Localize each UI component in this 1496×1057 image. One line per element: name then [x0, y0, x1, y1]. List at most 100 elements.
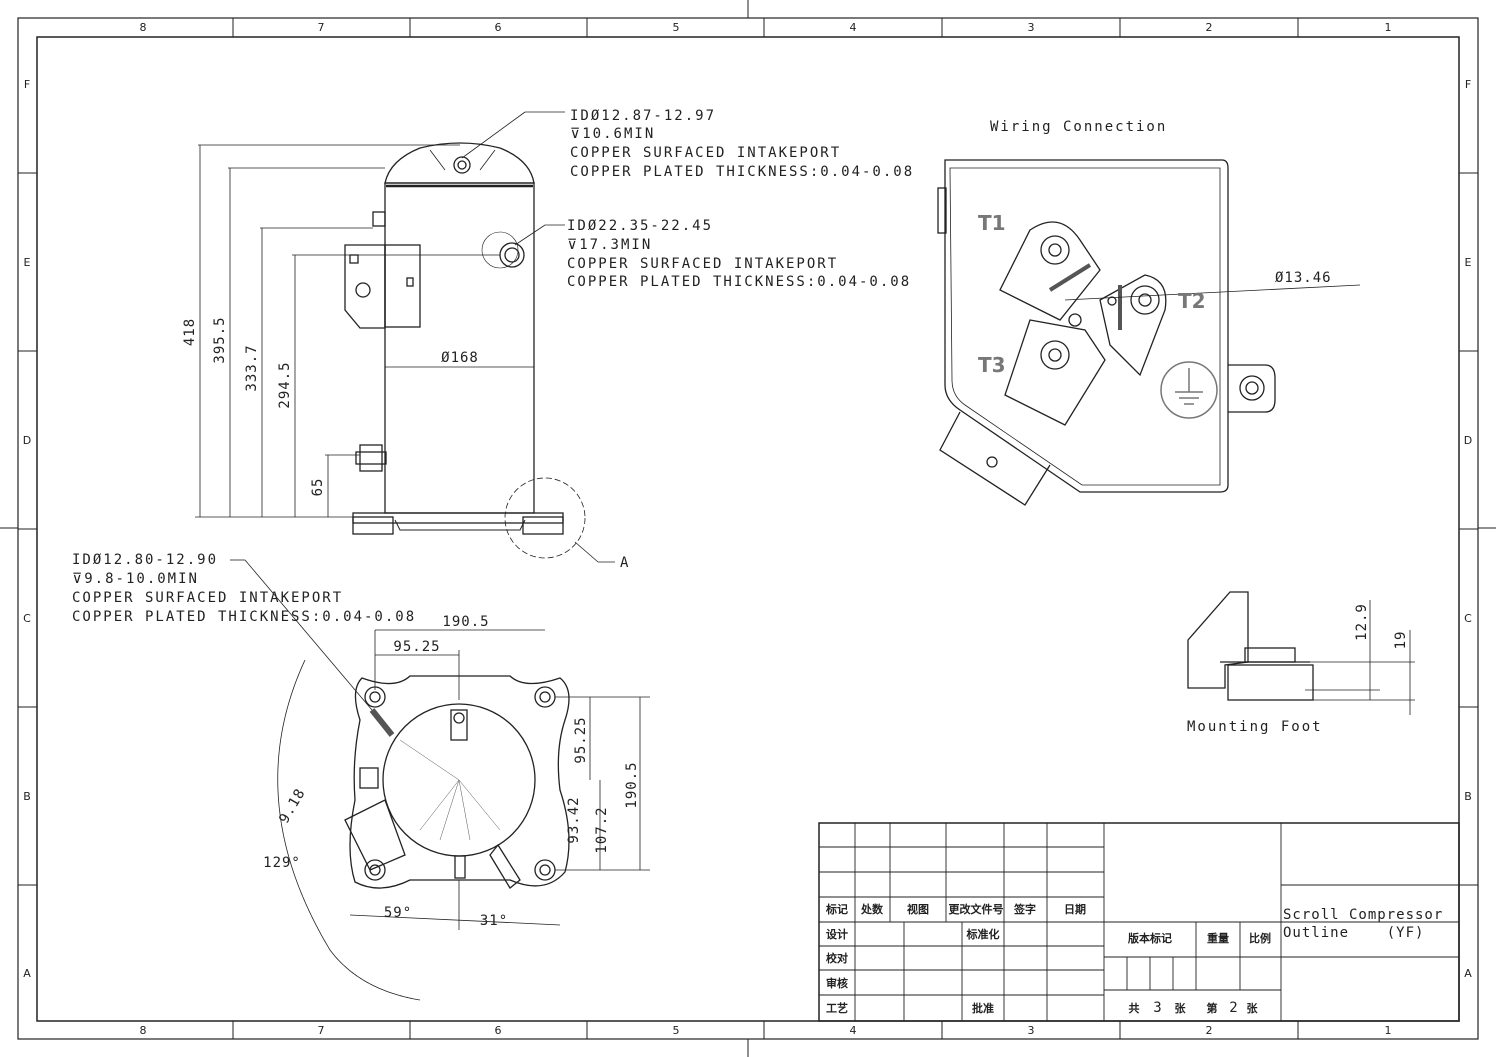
zone-col-bottom: 6 — [495, 1024, 502, 1037]
dim-190-horizontal: 190.5 — [442, 614, 489, 630]
zone-row-left: E — [24, 256, 31, 269]
terminal-t3 — [1004, 319, 1106, 426]
zone-labels: 8 7 6 5 4 3 2 1 8 7 6 5 4 3 2 1 F E D C … — [23, 21, 1472, 1037]
bottom-view — [344, 675, 570, 889]
tb-weight: 重量 — [1207, 931, 1229, 945]
wiring-view — [937, 159, 1361, 506]
dim-107: 107.2 — [594, 806, 610, 853]
tb-row-design: 设计 — [826, 927, 848, 941]
dim-9-18: 9.18 — [276, 786, 309, 827]
dim-hole-13-46: Ø13.46 — [1275, 270, 1332, 286]
zone-col-bottom: 5 — [673, 1024, 680, 1037]
terminal-label-t3: T3 — [978, 353, 1006, 377]
zone-col-top: 8 — [140, 21, 147, 34]
tb-row-process: 工艺 — [826, 1001, 848, 1015]
zone-col-bottom: 8 — [140, 1024, 147, 1037]
tb-scale: 比例 — [1249, 931, 1271, 945]
tb-sheet-total: 3 — [1153, 1000, 1162, 1016]
side-port-note-line: ⊽17.3MIN — [567, 237, 652, 253]
tb-sheet-no: 2 — [1229, 1000, 1238, 1016]
top-tube — [450, 709, 468, 741]
dim-294: 294.5 — [277, 361, 293, 408]
zone-col-top: 4 — [850, 21, 857, 34]
dim-angle-129: 129° — [263, 855, 301, 871]
bottom-port-note-line: COPPER PLATED THICKNESS:0.04-0.08 — [72, 609, 416, 625]
tb-header-signature: 签字 — [1013, 902, 1036, 916]
tb-sheet-no-suffix: 张 — [1247, 1001, 1259, 1015]
bottom-dimensions — [230, 559, 650, 1001]
title-block-text: 标记 处数 视图 更改文件号 签字 日期 设计 校对 审核 工艺 标准化 批准 … — [825, 902, 1442, 1016]
zone-col-bottom: 2 — [1206, 1024, 1213, 1037]
terminal-box-cover — [944, 159, 1229, 493]
dim-93: 93.42 — [566, 796, 582, 843]
foot-grommet — [1227, 664, 1314, 701]
front-dimensions — [195, 111, 565, 518]
tb-approval: 批准 — [972, 1001, 994, 1015]
dim-395: 395.5 — [212, 316, 228, 363]
drawing-title-line-2: Outline (YF) — [1283, 925, 1424, 941]
top-port-note-line: COPPER SURFACED INTAKEPORT — [570, 145, 841, 161]
dim-angle-59: 59° — [384, 905, 412, 921]
bottom-port-note-line: COPPER SURFACED INTAKEPORT — [72, 590, 343, 606]
foot-bracket — [1187, 591, 1249, 689]
zone-col-top: 7 — [318, 21, 325, 34]
dim-95-horizontal: 95.25 — [393, 639, 440, 655]
zone-row-right: F — [1465, 78, 1471, 91]
mounting-dimensions — [1300, 600, 1415, 715]
zone-col-bottom: 7 — [318, 1024, 325, 1037]
side-port-note-line: COPPER PLATED THICKNESS:0.04-0.08 — [567, 274, 911, 290]
bottom-port-note-line: IDØ12.80-12.90 — [72, 552, 218, 568]
zone-row-right: D — [1464, 434, 1472, 447]
zone-col-top: 2 — [1206, 21, 1213, 34]
terminal-t1 — [999, 221, 1101, 321]
title-block — [818, 822, 1460, 1022]
tb-sheet-total-prefix: 共 — [1129, 1001, 1140, 1015]
zone-row-left: F — [24, 78, 30, 91]
detail-label: A — [620, 555, 629, 571]
zone-col-bottom: 3 — [1028, 1024, 1035, 1037]
top-port-note-line: COPPER PLATED THICKNESS:0.04-0.08 — [570, 164, 914, 180]
terminal-box — [344, 244, 386, 329]
mounting-labels: Mounting Foot 12.9 19 — [1187, 603, 1409, 735]
tb-header-view: 视图 — [907, 902, 929, 916]
tb-sheet-total-suffix: 张 — [1175, 1001, 1187, 1015]
base-plate-outline — [349, 675, 570, 889]
dim-angle-31: 31° — [480, 913, 508, 929]
zone-row-left: B — [23, 790, 31, 803]
zone-col-top: 5 — [673, 21, 680, 34]
zone-col-bottom: 4 — [850, 1024, 857, 1037]
side-port-note-line: COPPER SURFACED INTAKEPORT — [567, 256, 838, 272]
zone-row-left: D — [23, 434, 31, 447]
top-port-note-line: IDØ12.87-12.97 — [570, 108, 716, 124]
zone-col-bottom: 1 — [1385, 1024, 1392, 1037]
wiring-labels: Wiring Connection T1 T2 T3 Ø13.46 — [978, 119, 1332, 377]
zone-row-right: C — [1464, 612, 1472, 625]
tb-standardization: 标准化 — [966, 927, 1000, 941]
bottom-port-note-line: ⊽9.8-10.0MIN — [72, 571, 199, 587]
dim-95-vertical: 95.25 — [573, 716, 589, 763]
terminal-label-t1: T1 — [978, 211, 1006, 235]
compressor-shell — [384, 182, 535, 514]
dim-65: 65 — [310, 478, 326, 497]
front-view — [344, 142, 615, 563]
wiring-title: Wiring Connection — [990, 119, 1167, 135]
ground-lug-hole — [1239, 375, 1265, 401]
tb-header-date: 日期 — [1064, 902, 1086, 916]
zone-row-right: A — [1464, 967, 1472, 980]
dim-190-vertical: 190.5 — [624, 761, 640, 808]
terminal-t2 — [1099, 274, 1167, 377]
side-port-note-line: IDØ22.35-22.45 — [567, 218, 713, 234]
ground-symbol — [1160, 361, 1218, 419]
terminal-box-bottom — [344, 799, 406, 871]
mounting-foot-view — [1187, 591, 1314, 701]
tb-sheet-no-prefix: 第 — [1207, 1001, 1218, 1015]
dim-12-9: 12.9 — [1354, 603, 1370, 641]
zone-row-left: A — [23, 967, 31, 980]
zone-row-left: C — [23, 612, 31, 625]
tb-version: 版本标记 — [1128, 931, 1172, 945]
tb-row-review: 审核 — [826, 976, 848, 990]
zone-row-right: E — [1465, 256, 1472, 269]
dim-19: 19 — [1393, 631, 1409, 650]
tb-header-mark: 标记 — [825, 902, 848, 916]
